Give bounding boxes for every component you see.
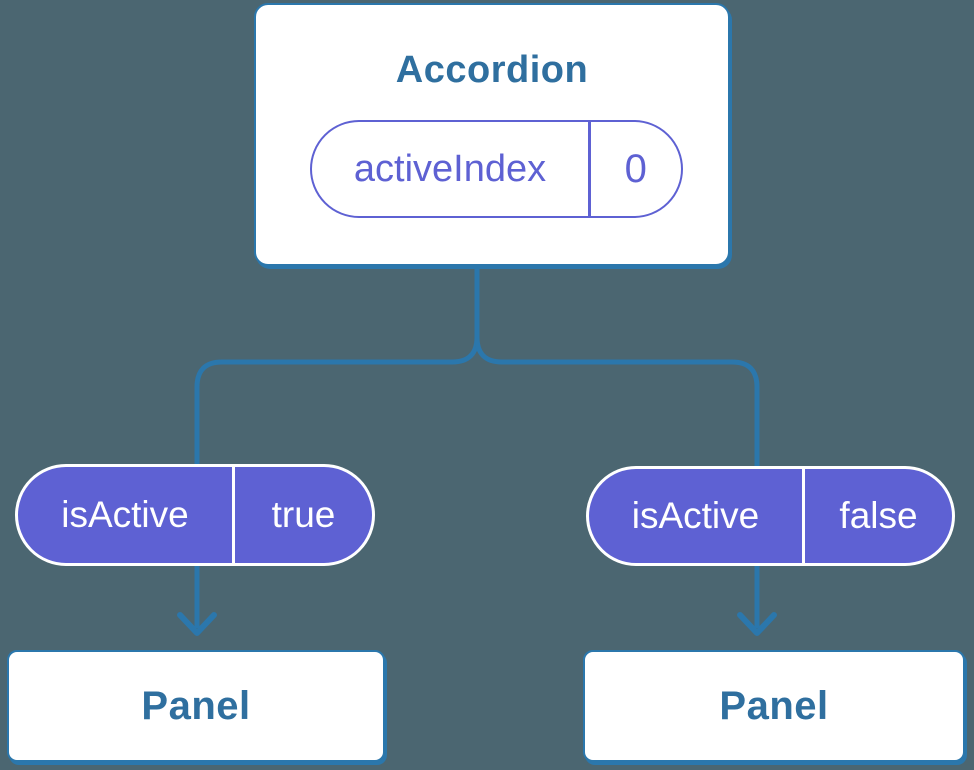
- state-pill-label: activeIndex: [353, 147, 547, 190]
- right-arrowhead-icon: [737, 612, 777, 636]
- state-pill-divider: [588, 122, 591, 216]
- panel-component-box-right: Panel: [583, 650, 965, 762]
- state-pill-value: 0: [624, 146, 647, 191]
- prop-pill-label: isActive: [631, 495, 760, 536]
- accordion-component-box: Accordion activeIndex 0: [254, 3, 730, 266]
- prop-pill-divider: [802, 469, 805, 563]
- prop-pill-label: isActive: [61, 494, 189, 535]
- accordion-title: Accordion: [395, 49, 589, 91]
- panel-title: Panel: [141, 683, 251, 728]
- right-branch-line: [474, 266, 760, 628]
- panel-title: Panel: [719, 683, 829, 728]
- prop-pill-isactive-true: isActive true: [15, 464, 375, 566]
- prop-pill-isactive-false: isActive false: [586, 466, 955, 566]
- left-arrowhead-icon: [177, 612, 217, 636]
- prop-pill-value: false: [839, 495, 918, 536]
- left-branch-line: [194, 266, 480, 628]
- prop-pill-value: true: [271, 494, 336, 535]
- panel-component-box-left: Panel: [7, 650, 385, 762]
- prop-pill-divider: [232, 467, 235, 563]
- active-index-state-pill: activeIndex 0: [310, 120, 683, 218]
